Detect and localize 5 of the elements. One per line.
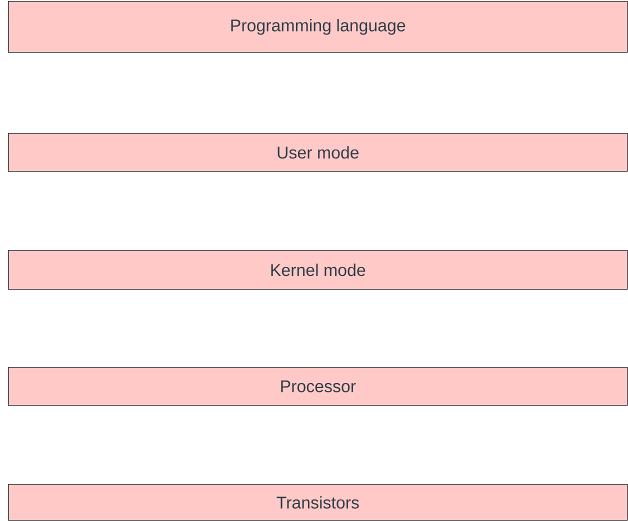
layer-box: Kernel mode bbox=[8, 250, 628, 290]
layer-box: User mode bbox=[8, 133, 628, 172]
layer-box: Programming language bbox=[8, 1, 628, 53]
layer-box: Transistors bbox=[8, 484, 628, 521]
layer-box: Processor bbox=[8, 367, 628, 406]
